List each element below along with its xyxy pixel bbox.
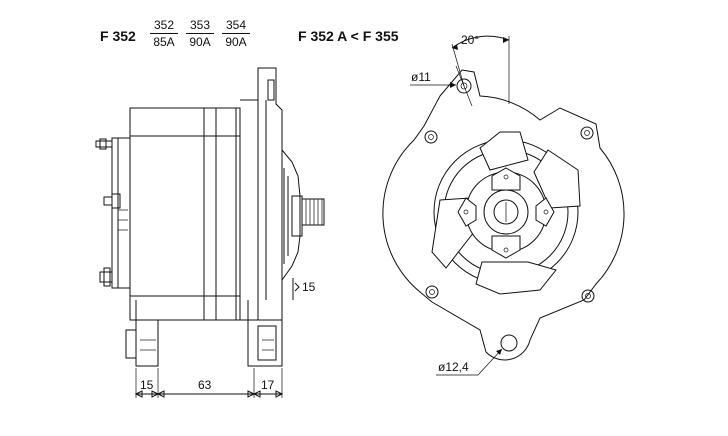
bottom-lug-hole: [500, 334, 518, 352]
hole-top-label: ø11: [411, 70, 431, 84]
side-view: 15 15 63 17: [95, 67, 325, 398]
angle-label: 20°: [461, 33, 479, 47]
terminal-stud: [95, 140, 113, 148]
variant-rating: 90A: [225, 35, 247, 49]
shaft: [301, 198, 325, 226]
variant-model: 354: [222, 17, 250, 34]
model-title: F 352: [100, 28, 136, 44]
terminal-plate: [111, 137, 131, 289]
hole-bottom-label: ø12,4: [438, 360, 469, 374]
variant-model: 352: [150, 17, 178, 34]
dim-mid-label: 63: [198, 378, 212, 392]
dim-right-label: 17: [261, 378, 275, 392]
vent-blade: [475, 261, 557, 295]
terminal-stud: [99, 271, 113, 283]
model-range-label: F 352 A < F 355: [298, 28, 399, 44]
variant-rating: 90A: [189, 35, 211, 49]
top-lug-hole: [456, 78, 472, 94]
housing-outline: [382, 69, 625, 361]
vent-blade: [533, 149, 581, 209]
corner-screw: [425, 285, 439, 299]
rear-bracket: [240, 67, 283, 321]
shaft-boss: [483, 189, 529, 235]
mount-foot-rear: [135, 300, 159, 367]
corner-screw: [424, 130, 438, 144]
vent-blade: [479, 131, 529, 171]
mount-foot-front: [247, 300, 283, 367]
dim-left-label: 15: [140, 378, 154, 392]
shaft-bore: [493, 199, 519, 225]
corner-screw: [580, 126, 594, 140]
variant-353: 353 90A: [186, 17, 214, 50]
front-view: 20° ø11 ø12,4: [382, 33, 625, 376]
housing-body: [129, 107, 241, 321]
variant-354: 354 90A: [222, 17, 250, 50]
corner-screw: [581, 289, 595, 303]
front-cover: [281, 149, 301, 281]
terminal-stud: [103, 196, 113, 206]
variant-352: 352 85A: [150, 17, 178, 50]
variant-model: 353: [186, 17, 214, 34]
variant-rating: 85A: [153, 35, 175, 49]
dim-offset-label: 15: [302, 280, 316, 294]
